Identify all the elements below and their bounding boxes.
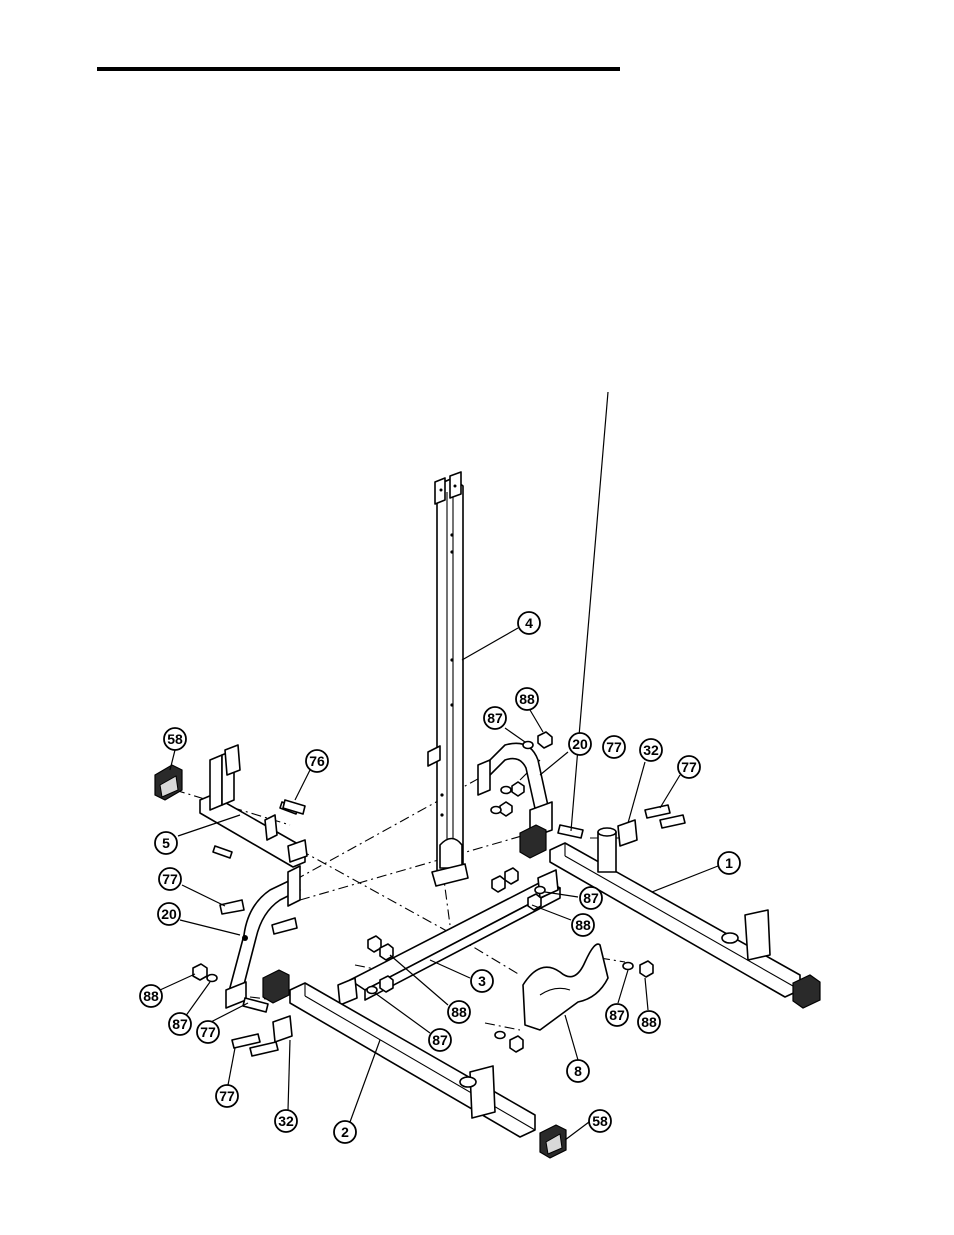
callout-32-label: 32	[643, 742, 659, 758]
callout-4-label: 4	[525, 615, 533, 631]
callout-1: 1	[718, 852, 740, 874]
callout-87: 87	[484, 707, 506, 729]
callout-58: 58	[164, 728, 186, 750]
base-rail-part-2	[273, 983, 535, 1137]
callout-77: 77	[216, 1085, 238, 1107]
callout-5-label: 5	[162, 835, 170, 851]
callout-88: 88	[140, 985, 162, 1007]
callout-3-label: 3	[478, 973, 486, 989]
callout-77: 77	[197, 1021, 219, 1043]
callout-77: 77	[159, 868, 181, 890]
callout-77-label: 77	[200, 1024, 216, 1040]
callout-58: 58	[589, 1110, 611, 1132]
callout-87: 87	[606, 1004, 628, 1026]
callout-77-label: 77	[681, 759, 697, 775]
callout-20-label: 20	[161, 906, 177, 922]
callout-87: 87	[429, 1029, 451, 1051]
callout-8-label: 8	[574, 1063, 582, 1079]
callout-88: 88	[572, 914, 594, 936]
callout-87: 87	[580, 887, 602, 909]
callout-4: 4	[518, 612, 540, 634]
callout-58-label: 58	[167, 731, 183, 747]
callout-20-label: 20	[572, 736, 588, 752]
callout-32-label: 32	[278, 1113, 294, 1129]
callout-77: 77	[678, 756, 700, 778]
callout-77: 77	[603, 736, 625, 758]
callout-87-label: 87	[583, 890, 599, 906]
callout-88: 88	[638, 1011, 660, 1033]
callout-87: 87	[169, 1013, 191, 1035]
callout-2: 2	[334, 1121, 356, 1143]
callout-76: 76	[306, 750, 328, 772]
callout-88-label: 88	[451, 1004, 467, 1020]
callout-77-label: 77	[606, 739, 622, 755]
callout-76-label: 76	[309, 753, 325, 769]
callout-87-label: 87	[487, 710, 503, 726]
callout-88: 88	[516, 688, 538, 710]
callout-88-label: 88	[641, 1014, 657, 1030]
callout-3: 3	[471, 970, 493, 992]
callout-20: 20	[569, 733, 591, 755]
callout-8: 8	[567, 1060, 589, 1082]
callout-88-label: 88	[519, 691, 535, 707]
upright-post-part-4	[428, 472, 468, 886]
callout-20: 20	[158, 903, 180, 925]
callout-88-label: 88	[143, 988, 159, 1004]
callout-5: 5	[155, 832, 177, 854]
callout-2-label: 2	[341, 1124, 349, 1140]
callout-77-label: 77	[162, 871, 178, 887]
callout-77-label: 77	[219, 1088, 235, 1104]
callout-88: 88	[448, 1001, 470, 1023]
callout-87-label: 87	[609, 1007, 625, 1023]
callout-1-label: 1	[725, 855, 733, 871]
callout-88-label: 88	[575, 917, 591, 933]
callout-87-label: 87	[172, 1016, 188, 1032]
callout-87-label: 87	[432, 1032, 448, 1048]
callout-32: 32	[640, 739, 662, 761]
callout-58-label: 58	[592, 1113, 608, 1129]
callout-32: 32	[275, 1110, 297, 1132]
